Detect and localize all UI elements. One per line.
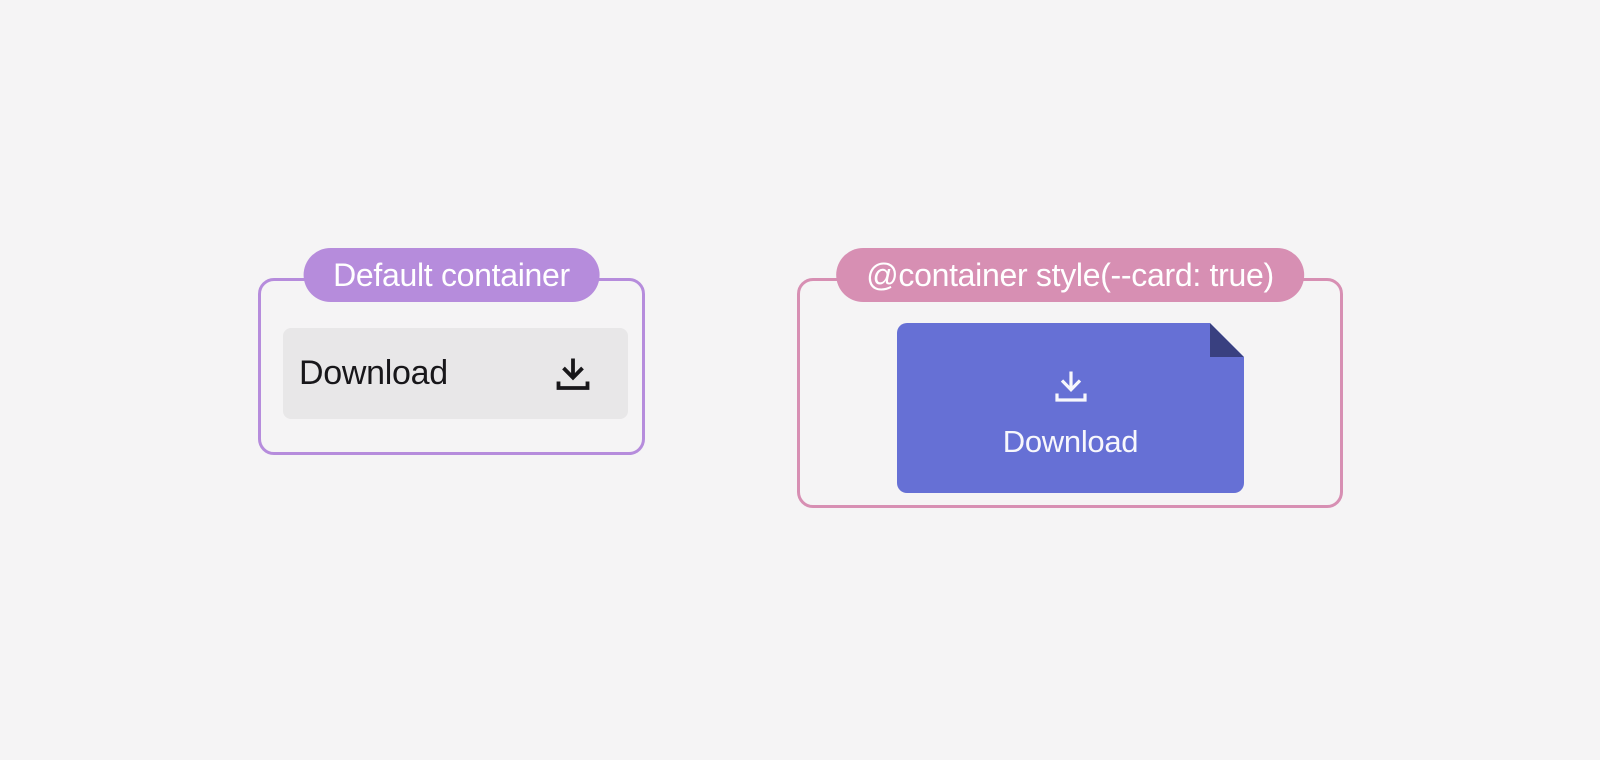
download-card-button[interactable]: Download	[897, 323, 1244, 493]
default-container-frame: Default container Download	[258, 248, 645, 455]
card-container-label-pill: @container style(--card: true)	[836, 248, 1304, 302]
download-card-label: Download	[1002, 424, 1139, 459]
download-icon	[1052, 369, 1090, 405]
folded-corner	[1210, 323, 1244, 357]
download-icon	[556, 358, 590, 390]
default-container-label-pill: Default container	[303, 248, 600, 302]
card-container-frame: @container style(--card: true) Download	[797, 248, 1343, 508]
download-button[interactable]: Download	[283, 328, 628, 419]
download-button-label: Download	[299, 354, 448, 392]
